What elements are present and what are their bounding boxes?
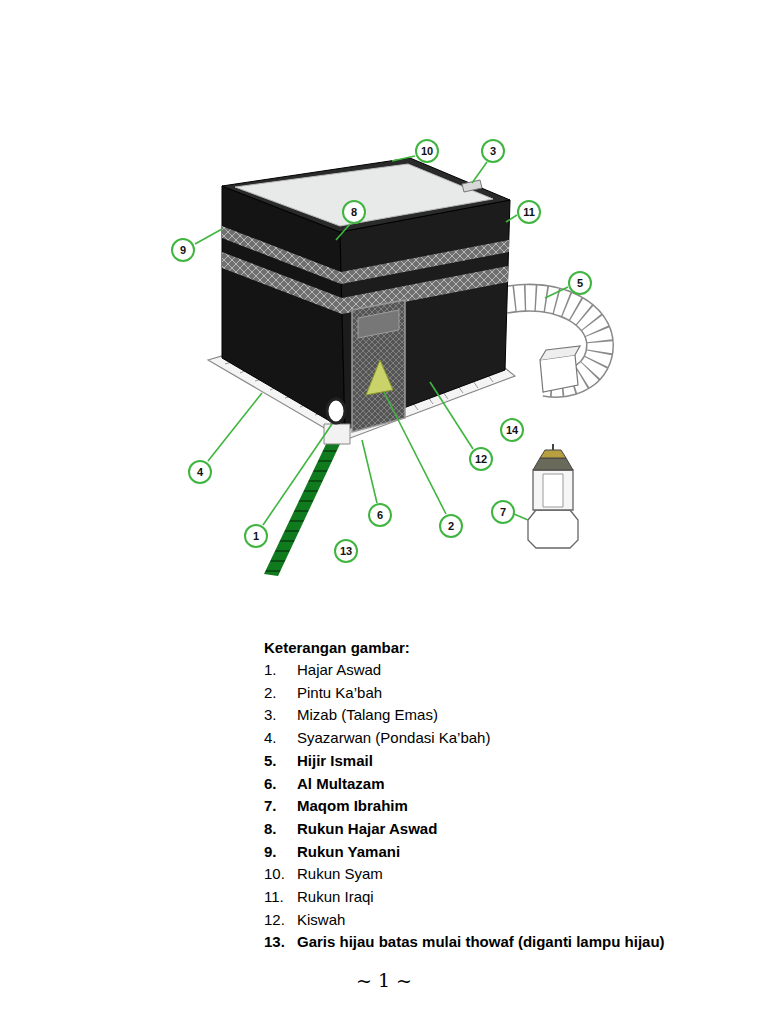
callout-number: 10	[415, 139, 439, 163]
item-number: 9.	[264, 843, 277, 861]
page-number: ~ 1 ~	[356, 969, 412, 991]
item-text: Hijir Ismail	[297, 752, 373, 770]
callout-number: 8	[342, 200, 366, 224]
callout-number: 12	[469, 447, 493, 471]
item-text: Al Multazam	[297, 775, 385, 793]
item-text: Rukun Hajar Aswad	[297, 820, 437, 838]
callout-number: 14	[500, 418, 524, 442]
callout-number: 2	[439, 514, 463, 538]
item-number: 13.	[264, 933, 285, 951]
callout-number: 7	[491, 500, 515, 524]
item-number: 5.	[264, 752, 277, 770]
item-text: Garis hijau batas mulai thowaf (diganti …	[297, 933, 665, 951]
legend-heading: Keterangan gambar:	[264, 639, 410, 657]
item-text: Maqom Ibrahim	[297, 797, 408, 815]
item-number: 3.	[264, 706, 277, 724]
callout-number: 3	[481, 139, 505, 163]
callout-number: 11	[517, 200, 541, 224]
item-number: 6.	[264, 775, 277, 793]
item-number: 7.	[264, 797, 277, 815]
callout-number: 13	[334, 539, 358, 563]
callout-number: 1	[244, 524, 268, 548]
callout-number: 9	[171, 238, 195, 262]
item-text: Kiswah	[297, 911, 345, 929]
black-stone	[324, 399, 350, 444]
callout-number: 5	[568, 271, 592, 295]
item-text: Rukun Yamani	[297, 843, 400, 861]
item-text: Pintu Ka’bah	[297, 684, 382, 702]
item-text: Rukun Syam	[297, 865, 383, 883]
callout-number: 4	[188, 460, 212, 484]
kaaba-door	[352, 300, 405, 432]
item-text: Syazarwan (Pondasi Ka’bah)	[297, 729, 490, 747]
item-number: 2.	[264, 684, 277, 702]
item-number: 8.	[264, 820, 277, 838]
item-number: 1.	[264, 661, 277, 679]
item-text: Rukun Iraqi	[297, 888, 374, 906]
item-number: 10.	[264, 865, 285, 883]
maqam-ibrahim	[528, 444, 578, 548]
item-text: Hajar Aswad	[297, 661, 381, 679]
item-number: 12.	[264, 911, 285, 929]
item-number: 11.	[264, 888, 284, 906]
hijr-ismail-wall	[505, 298, 600, 392]
item-text: Mizab (Talang Emas)	[297, 706, 438, 724]
callout-number: 6	[368, 503, 392, 527]
leader-lines	[195, 156, 568, 525]
item-number: 4.	[264, 729, 277, 747]
